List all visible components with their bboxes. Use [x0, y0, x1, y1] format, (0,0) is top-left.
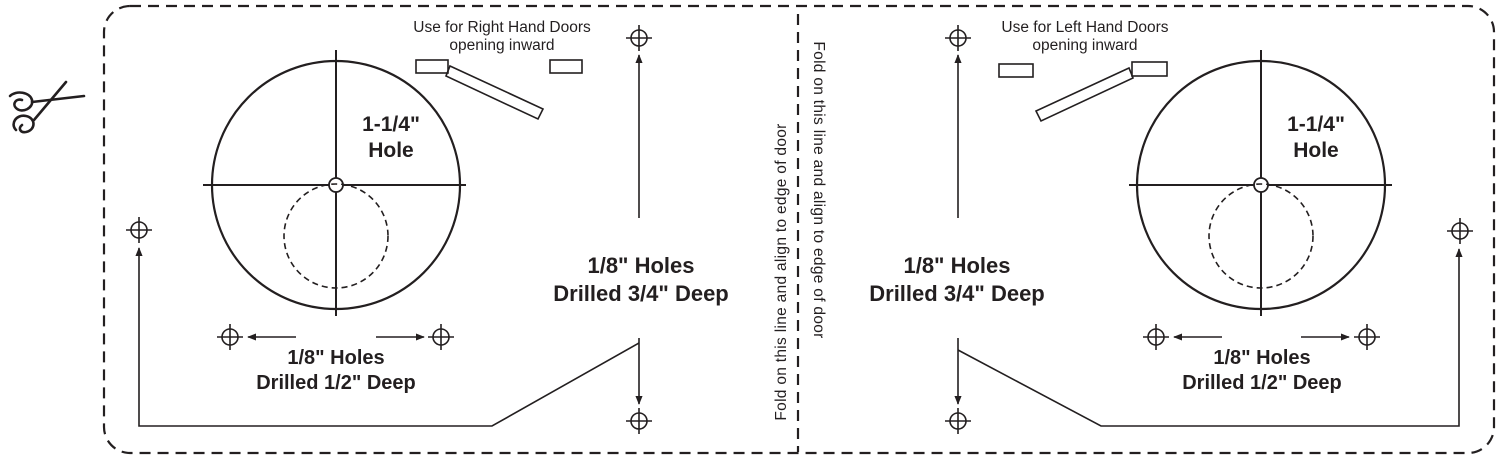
- fold-label-right: Fold on this line and align to edge of d…: [810, 41, 827, 338]
- center-point: [1253, 177, 1269, 193]
- crosshair-icon: [216, 323, 244, 351]
- door-swing-bar: [444, 64, 545, 121]
- center-point: [328, 177, 344, 193]
- door-note-line2: opening inward: [1032, 37, 1137, 54]
- door-swing-bar: [1034, 66, 1135, 123]
- small-holes-label-line2: Drilled 1/2" Deep: [256, 372, 416, 394]
- big-hole-label-line2: Hole: [1293, 139, 1339, 162]
- small-holes-label-line1: 1/8" Holes: [287, 347, 384, 369]
- inner-hole-dashed: [283, 183, 389, 289]
- latch-rectangle: [415, 59, 449, 74]
- crosshair-icon: [625, 407, 653, 435]
- crosshair-icon: [944, 24, 972, 52]
- deep-holes-label-line2: Drilled 3/4" Deep: [553, 281, 729, 306]
- door-note-line1: Use for Right Hand Doors: [413, 19, 591, 36]
- big-hole-label-line1: 1-1/4": [362, 113, 420, 136]
- crosshair-icon: [125, 216, 153, 244]
- inner-hole-dashed: [1208, 183, 1314, 289]
- leader-line: [135, 247, 640, 427]
- big-hole-label-line2: Hole: [368, 139, 414, 162]
- crosshair-icon: [944, 407, 972, 435]
- fold-label-left: Fold on this line and align to edge of d…: [773, 123, 790, 420]
- small-holes-label-line1: 1/8" Holes: [1213, 347, 1310, 369]
- deep-holes-label-line1: 1/8" Holes: [587, 253, 694, 278]
- big-hole-label-line1: 1-1/4": [1287, 113, 1345, 136]
- latch-rectangle: [998, 63, 1034, 78]
- crosshair-icon: [1446, 217, 1474, 245]
- scissors-icon: [8, 80, 86, 134]
- deep-holes-label-line2: Drilled 3/4" Deep: [869, 281, 1045, 306]
- latch-rectangle: [549, 59, 583, 74]
- small-holes-label-line2: Drilled 1/2" Deep: [1182, 372, 1342, 394]
- left-hand-door-panel: Use for Left Hand Doors opening inward 1…: [869, 19, 1474, 435]
- crosshair-icon: [427, 323, 455, 351]
- cut-border: [102, 4, 1496, 455]
- deep-holes-label-line1: 1/8" Holes: [903, 253, 1010, 278]
- crosshair-icon: [1353, 323, 1381, 351]
- leader-line: [957, 248, 1463, 427]
- door-note-line2: opening inward: [449, 37, 554, 54]
- door-note-line1: Use for Left Hand Doors: [1001, 19, 1168, 36]
- crosshair-icon: [1142, 323, 1170, 351]
- right-hand-door-panel: Use for Right Hand Doors opening inward …: [125, 19, 729, 435]
- crosshair-icon: [625, 24, 653, 52]
- latch-rectangle: [1131, 61, 1168, 77]
